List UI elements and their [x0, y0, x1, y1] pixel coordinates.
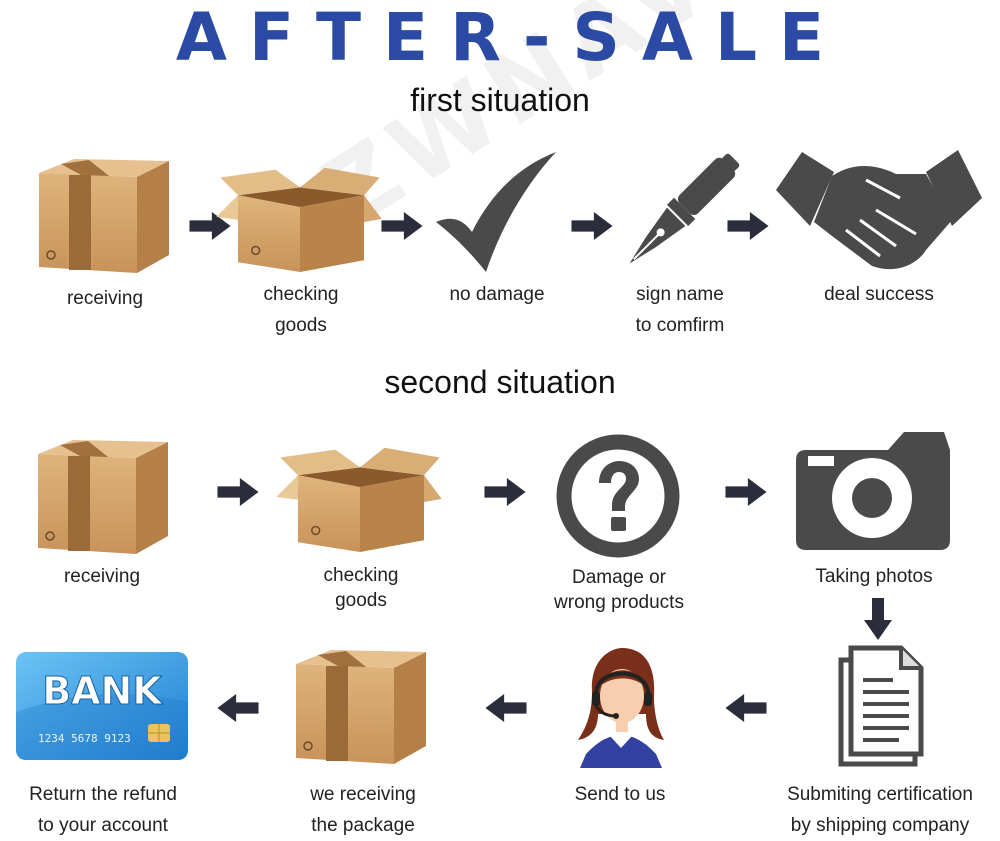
closed-box-icon [28, 155, 180, 275]
right-arrow-icon [570, 212, 614, 240]
step-label: we receiving the package [310, 784, 416, 836]
page-title: AFTER-SALE [175, 0, 847, 76]
step-label: receiving [66, 288, 144, 309]
step-label: Submiting certification by shipping comp… [787, 784, 973, 836]
step-label: Return the refund to your account [29, 784, 177, 836]
left-arrow-icon [216, 694, 260, 722]
step-label: checking goods [323, 565, 399, 611]
right-arrow-icon [724, 478, 768, 506]
bank-card-number: 1234 5678 9123 [38, 732, 131, 745]
camera-icon [796, 432, 950, 552]
step-label: checking goods [263, 284, 339, 336]
fountain-pen-icon [614, 150, 744, 278]
bank-card-icon: BANK 1234 5678 9123 [16, 652, 188, 760]
step-label: deal success [824, 284, 934, 305]
open-box-icon [215, 148, 385, 276]
right-arrow-icon [216, 478, 260, 506]
step-label: receiving [63, 566, 141, 587]
handshake-icon [776, 150, 982, 274]
step-label: no damage [449, 284, 545, 305]
first-situation-title: first situation [410, 82, 590, 118]
step-label: Damage or wrong products [554, 567, 684, 613]
bank-card-brand: BANK [42, 669, 163, 713]
down-arrow-icon [864, 598, 892, 640]
right-arrow-icon [483, 478, 527, 506]
open-box-icon [276, 428, 444, 556]
step-label: sign name to comfirm [635, 284, 725, 336]
document-icon [837, 645, 924, 768]
left-arrow-icon [484, 694, 528, 722]
question-mark-icon [555, 433, 681, 559]
checkmark-icon [436, 152, 560, 276]
closed-box-icon [28, 436, 178, 556]
step-label: Send to us [574, 784, 666, 805]
step-label: Taking photos [815, 566, 933, 587]
customer-service-agent-icon [566, 644, 676, 768]
left-arrow-icon [724, 694, 768, 722]
closed-box-icon [286, 646, 436, 766]
right-arrow-icon [380, 212, 424, 240]
right-arrow-icon [727, 212, 769, 240]
second-situation-title: second situation [384, 364, 616, 400]
